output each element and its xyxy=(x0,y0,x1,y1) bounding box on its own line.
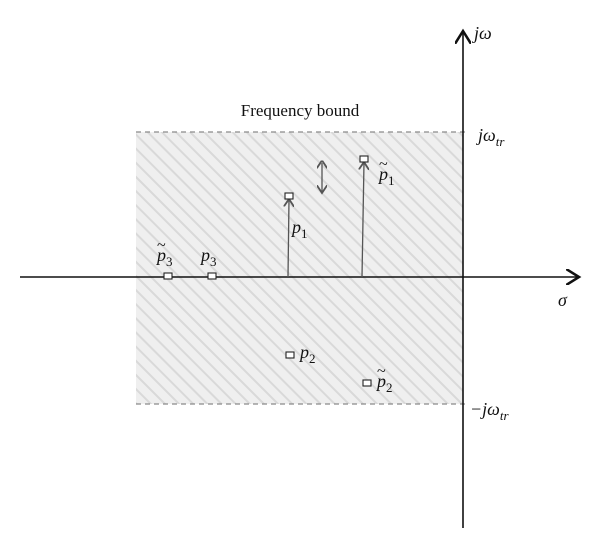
upper-bound-label: jωtr xyxy=(476,125,505,149)
lower-bound-label: −jωtr xyxy=(470,399,509,423)
pole-p1-shift-arrow xyxy=(288,199,289,278)
pole-p3-marker xyxy=(207,272,217,280)
pole-p3-label: p3 xyxy=(199,245,217,269)
frequency-bound-title: Frequency bound xyxy=(241,101,360,120)
pole-p1-tilde-shift-arrow xyxy=(362,162,364,278)
pole-p3-tilde-label: p3 xyxy=(155,245,173,269)
pole-p1-tilde-accent: ~ xyxy=(379,156,388,173)
frequency-bound-region xyxy=(136,132,463,404)
pole-p1-marker xyxy=(284,192,294,200)
real-axis-label: σ xyxy=(558,290,568,310)
imaginary-axis-label: jω xyxy=(472,23,492,43)
pole-p1-tilde-label: p1 xyxy=(377,164,395,188)
pole-p2-tilde-label: p2 xyxy=(375,371,393,395)
pole-p3-tilde-marker xyxy=(163,272,173,280)
pole-p2-tilde-accent: ~ xyxy=(377,363,386,380)
pole-p1-label: p1 xyxy=(290,217,308,241)
pole-p1-tilde-marker xyxy=(359,155,369,163)
pole-p3-tilde-accent: ~ xyxy=(157,237,166,254)
pole-p2-tilde-marker xyxy=(362,379,372,387)
pole-p2-marker xyxy=(285,351,295,359)
pole-p2-label: p2 xyxy=(298,342,316,366)
